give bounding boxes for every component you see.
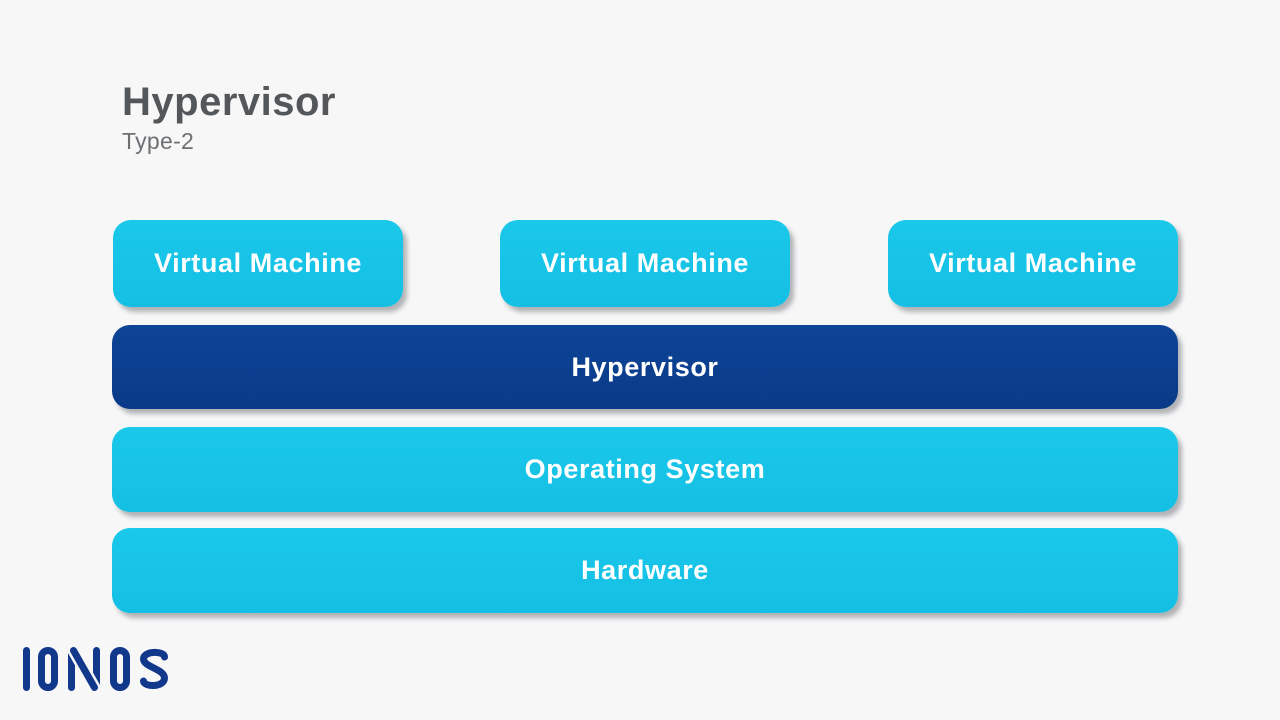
hypervisor-layer-box: Hypervisor	[112, 325, 1178, 409]
page-title: Hypervisor	[122, 80, 336, 124]
virtual-machine-box-3: Virtual Machine	[888, 220, 1178, 307]
hardware-layer-label: Hardware	[581, 555, 709, 585]
operating-system-layer-label: Operating System	[524, 454, 766, 484]
title-block: Hypervisor Type-2	[122, 80, 336, 155]
virtual-machine-label: Virtual Machine	[540, 248, 750, 278]
virtual-machine-label: Virtual Machine	[153, 248, 363, 278]
page-subtitle: Type-2	[122, 128, 195, 154]
ionos-logo	[23, 646, 170, 692]
logo-letter-o2	[110, 647, 130, 691]
hypervisor-layer-label: Hypervisor	[571, 351, 719, 382]
logo-letter-n-diagonal	[70, 647, 98, 691]
logo-letter-s	[139, 648, 169, 689]
virtual-machine-box-2: Virtual Machine	[500, 220, 790, 307]
logo-letter-o1	[38, 647, 58, 691]
operating-system-layer-box: Operating System	[112, 427, 1178, 512]
virtual-machine-label: Virtual Machine	[928, 248, 1138, 278]
virtual-machine-box-1: Virtual Machine	[113, 220, 403, 307]
hardware-layer-box: Hardware	[112, 528, 1178, 613]
